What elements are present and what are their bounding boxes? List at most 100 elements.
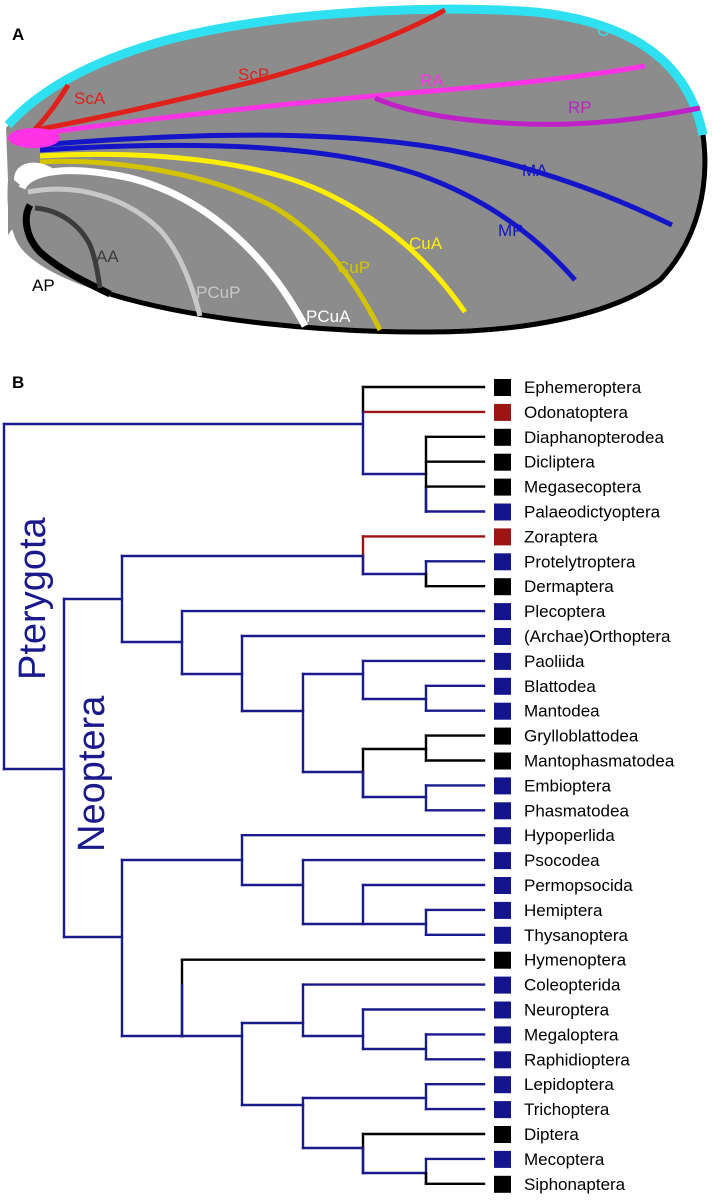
taxon-box — [494, 578, 511, 596]
taxon-box — [494, 403, 511, 421]
taxon-label: Permopsocida — [524, 876, 633, 895]
taxon-label: Diaphanopterodea — [524, 428, 664, 447]
taxon-list: EphemeropteraOdonatopteraDiaphanopterode… — [494, 378, 675, 1194]
taxon-label: Dermaptera — [524, 577, 614, 596]
vein-cup-line — [39, 158, 383, 332]
vein-label-cua: CuA — [409, 234, 443, 253]
vein-label-cup: CuP — [337, 258, 370, 277]
taxon-label: Grylloblattodea — [524, 727, 639, 746]
taxon-label: Mantodea — [524, 702, 600, 721]
vein-label-ap: AP — [32, 276, 55, 295]
taxon-label: Ephemeroptera — [524, 378, 642, 397]
vein-labels: C ScA ScP RA RP MA MP CuA CuP PCuA PCuP … — [32, 21, 609, 326]
taxon-box — [494, 503, 511, 521]
vein-label-ra: RA — [420, 71, 444, 90]
taxon-label: Trichoptera — [524, 1100, 610, 1119]
taxon-box — [494, 1026, 511, 1044]
taxon-label: Mantophasmatodea — [524, 752, 675, 771]
taxon-box — [494, 752, 511, 770]
taxon-label: Psocodea — [524, 851, 600, 870]
taxon-box — [494, 1001, 511, 1019]
taxon-box — [494, 553, 511, 571]
taxon-label: Raphidioptera — [524, 1050, 630, 1069]
taxon-label: Dicliptera — [524, 453, 595, 472]
taxon-box — [494, 702, 511, 720]
clade-label-pterygota: Pterygota — [12, 516, 54, 680]
taxon-label: Phasmatodea — [524, 801, 629, 820]
vein-ma-line — [39, 132, 674, 228]
taxon-label: Lepidoptera — [524, 1075, 614, 1094]
taxon-label: Coleopterida — [524, 976, 621, 995]
taxon-box — [494, 478, 511, 496]
vein-rp-line — [373, 95, 701, 127]
wing-hinge — [8, 180, 22, 235]
vein-label-aa: AA — [96, 247, 119, 266]
wing-membrane — [6, 9, 707, 334]
vein-label-sca: ScA — [74, 89, 106, 108]
phylogenetic-tree — [2, 385, 486, 1186]
vein-label-rp: RP — [568, 98, 592, 117]
taxon-box — [494, 677, 511, 695]
taxon-label: Mecoptera — [524, 1150, 605, 1169]
taxon-label: Blattodea — [524, 677, 596, 696]
taxon-label: Diptera — [524, 1125, 579, 1144]
wing-diagram — [4, 4, 708, 335]
taxon-label: Zoraptera — [524, 527, 598, 546]
taxon-box — [494, 901, 511, 919]
taxon-box — [494, 1150, 511, 1168]
taxon-box — [494, 1126, 511, 1143]
taxon-box — [494, 976, 511, 994]
taxon-box — [494, 951, 511, 969]
taxon-box — [494, 379, 511, 396]
panel-a-letter: A — [12, 25, 24, 44]
vein-label-mp: MP — [498, 221, 524, 240]
taxon-label: Neuroptera — [524, 1001, 610, 1020]
taxon-box — [494, 1175, 511, 1193]
vein-c-line — [4, 4, 708, 136]
wing-base-bulb — [14, 162, 55, 188]
taxon-box — [494, 652, 511, 670]
vein-ap-line — [22, 203, 112, 298]
taxon-box — [494, 727, 511, 745]
vein-label-ma: MA — [522, 161, 548, 180]
vein-label-scp: ScP — [238, 65, 269, 84]
taxon-label: Thysanoptera — [524, 926, 628, 945]
taxon-label: Megasecoptera — [524, 478, 642, 497]
taxon-label: Siphonaptera — [524, 1175, 626, 1194]
taxon-label: Plecoptera — [524, 602, 606, 621]
taxon-label: Embioptera — [524, 776, 611, 795]
taxon-label: (Archae)Orthoptera — [524, 627, 671, 646]
vein-ra-line — [29, 63, 646, 138]
vein-label-pcua: PCuA — [306, 307, 351, 326]
vein-cua-line — [39, 151, 468, 314]
taxon-label: Megaloptera — [524, 1025, 619, 1044]
taxon-label: Hymenoptera — [524, 951, 627, 970]
vein-aa-line — [34, 205, 103, 289]
wing-trailing-edge — [109, 134, 708, 335]
panel-b-letter: B — [12, 373, 24, 392]
taxon-label: Palaeodictyoptera — [524, 503, 661, 522]
taxon-box — [494, 852, 511, 870]
taxon-label: Hemiptera — [524, 901, 603, 920]
taxon-box — [494, 428, 511, 446]
taxon-box — [494, 628, 511, 645]
vein-pcup-line — [27, 186, 203, 317]
taxon-box — [494, 926, 511, 944]
vein-scp-line — [24, 7, 447, 135]
taxon-box — [494, 877, 511, 894]
taxon-box — [494, 802, 511, 820]
clade-label-neoptera: Neoptera — [71, 695, 113, 852]
taxon-label: Odonatoptera — [524, 403, 629, 422]
radial-base — [8, 128, 60, 148]
taxon-label: Hypoperlida — [524, 826, 615, 845]
taxon-box — [494, 453, 511, 471]
taxon-box — [494, 777, 511, 795]
vein-label-c: C — [597, 21, 609, 40]
taxon-box — [494, 827, 511, 845]
taxon-box — [494, 1101, 511, 1119]
taxon-box — [494, 1051, 511, 1069]
vein-label-pcup: PCuP — [196, 283, 240, 302]
vein-mp-line — [39, 142, 577, 282]
taxon-box — [494, 528, 511, 546]
